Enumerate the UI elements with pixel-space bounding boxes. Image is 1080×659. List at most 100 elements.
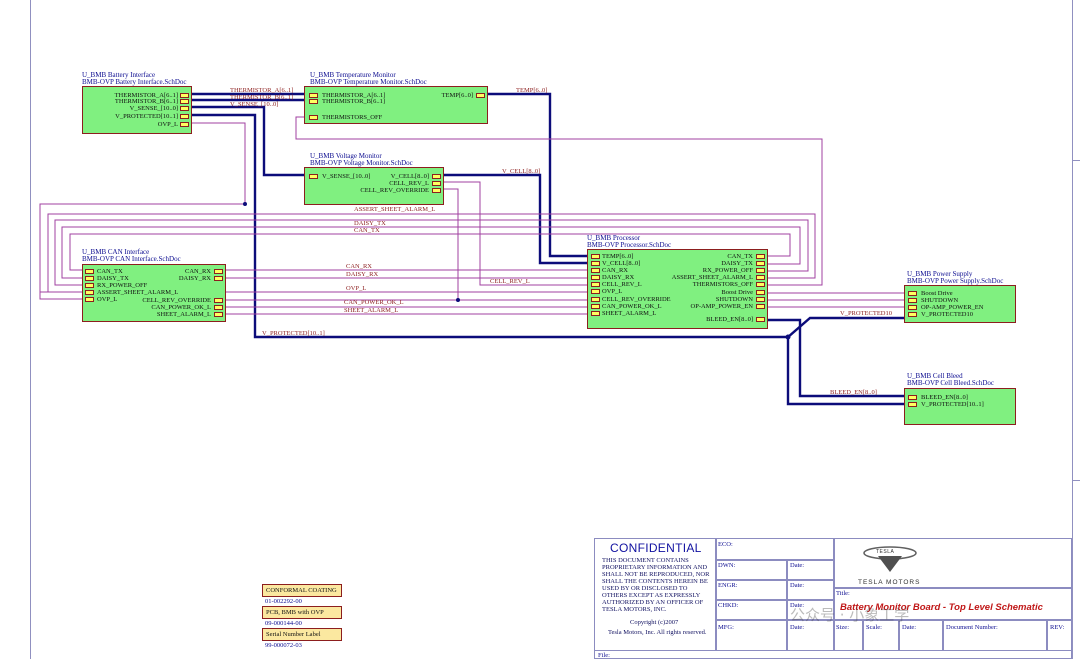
pin-label: OP-AMP_POWER_EN — [921, 304, 984, 311]
tb-title-cell — [834, 588, 1072, 620]
wire-thermistors-off — [295, 116, 823, 286]
notice-line: SHALL NOT BE REPRODUCED, NOR — [602, 571, 710, 578]
pin-label: RX_POWER_OFF — [702, 267, 753, 274]
block-power-supply[interactable]: Boost Drive SHUTDOWN OP-AMP_POWER_EN V_P… — [904, 285, 1016, 323]
company-name: TESLA MOTORS — [858, 579, 921, 586]
notice-line: AUTHORIZED BY AN OFFICER OF — [602, 599, 704, 606]
net-label: V_PROTECTED[10..1] — [262, 330, 325, 337]
bus-v-sense — [186, 105, 304, 177]
pin-label: CAN_POWER_OK_L — [602, 303, 662, 310]
size-label: Size: — [836, 624, 849, 631]
tb-divider — [786, 560, 788, 651]
pin-label: THERMISTORS_OFF — [322, 114, 383, 121]
port — [908, 312, 917, 317]
port — [908, 402, 917, 407]
pin-label: Boost Drive — [721, 289, 753, 296]
net-label: BLEED_EN[8..0] — [830, 389, 877, 396]
port — [180, 93, 189, 98]
port — [85, 283, 94, 288]
net-label: SHEET_ALARM_L — [344, 307, 399, 314]
pin-label: BLEED_EN[8..0] — [706, 316, 753, 323]
port — [756, 275, 765, 280]
pin-label: V_CELL[8..0] — [602, 260, 641, 267]
watermark-text: 公众号 · 小象工学 — [790, 606, 910, 624]
wire-daisy-tx — [61, 226, 801, 279]
pin-label: CAN_RX — [602, 267, 629, 274]
notice-line: THIS DOCUMENT CONTAINS — [602, 557, 689, 564]
wire-ovp-battery — [39, 122, 246, 300]
part-number: 09-000144-00 — [265, 620, 302, 627]
block-name: U_BMB Battery Interface — [82, 71, 156, 79]
port — [591, 275, 600, 280]
bus-temp — [488, 92, 592, 258]
pin-label: RX_POWER_OFF — [97, 282, 148, 289]
port — [432, 181, 441, 186]
block-can-interface[interactable]: CAN_TX DAISY_TX RX_POWER_OFF ASSERT_SHEE… — [82, 264, 226, 322]
pin-label: ASSERT_SHEET_ALARM_L — [671, 274, 753, 281]
port — [756, 297, 765, 302]
date-label: Date: — [790, 602, 805, 609]
port — [908, 305, 917, 310]
pin-label: CELL_REV_L — [389, 180, 429, 187]
port — [214, 298, 223, 303]
date-label: Date: — [790, 562, 805, 569]
pin-label: V_PROTECTED[10..1] — [115, 113, 178, 120]
pin-label: V_PROTECTED10 — [921, 311, 973, 318]
port — [309, 174, 318, 179]
port — [591, 289, 600, 294]
port — [85, 276, 94, 281]
tb-divider — [942, 620, 944, 651]
port — [214, 305, 223, 310]
pin-label: SHEET_ALARM_L — [156, 311, 211, 318]
port — [432, 174, 441, 179]
block-voltage-monitor[interactable]: V_SENSE_[10..0] V_CELL[8..0] CELL_REV_L … — [304, 167, 444, 205]
pin-label: THERMISTOR_A[6..1] — [322, 92, 386, 99]
pin-label: SHUTDOWN — [921, 297, 959, 304]
tesla-logo-icon — [863, 546, 917, 572]
port — [756, 254, 765, 259]
block-file: BMB-OVP Power Supply.SchDoc — [907, 277, 1004, 285]
port — [756, 268, 765, 273]
net-label: CELL_REV_L — [490, 278, 530, 285]
pin-label: V_PROTECTED[10..1] — [921, 401, 984, 408]
block-processor[interactable]: TEMP[6..0] V_CELL[8..0] CAN_RX DAISY_RX … — [587, 249, 768, 329]
tb-info-row — [834, 620, 1072, 651]
wire-rx-power-off — [54, 219, 809, 286]
pin-label: SHUTDOWN — [715, 296, 753, 303]
port — [309, 115, 318, 120]
block-name: U_BMB Voltage Monitor — [310, 152, 382, 160]
sheet-border-left — [30, 0, 31, 659]
net-label: V_PROTECTED10 — [840, 310, 892, 317]
pin-label: V_SENSE_[10..0] — [322, 173, 371, 180]
port — [180, 114, 189, 119]
net-label: DAISY_RX — [346, 271, 379, 278]
block-battery-interface[interactable]: THERMISTOR_A[6..1] THERMISTOR_B[6..1] V_… — [82, 86, 192, 134]
tick-mark — [1072, 160, 1080, 161]
scale-label: Scale: — [866, 624, 882, 631]
port — [214, 312, 223, 317]
pin-label: THERMISTOR_B[6..1] — [322, 98, 386, 105]
pin-label: OVP_L — [157, 121, 178, 128]
junction — [243, 202, 247, 206]
engr-label: ENGR: — [718, 582, 738, 589]
port — [214, 276, 223, 281]
block-temperature-monitor[interactable]: THERMISTOR_A[6..1] THERMISTOR_B[6..1] TH… — [304, 86, 488, 124]
pin-label: ASSERT_SHEET_ALARM_L — [97, 289, 179, 296]
mfg-label: MFG: — [718, 624, 734, 631]
port — [756, 290, 765, 295]
pin-label: DAISY_RX — [178, 275, 211, 282]
pin-label: OVP_L — [97, 296, 118, 303]
port — [591, 311, 600, 316]
pin-label: THERMISTOR_A[6..1] — [114, 92, 178, 99]
pin-label: CELL_REV_L — [602, 281, 642, 288]
tb-divider — [862, 620, 864, 651]
pin-label: CELL_REV_OVERRIDE — [602, 296, 671, 303]
block-cell-bleed[interactable]: BLEED_EN[8..0] V_PROTECTED[10..1] — [904, 388, 1016, 425]
junction — [785, 334, 791, 340]
tb-divider — [1046, 620, 1048, 651]
part-number: 01-002292-00 — [265, 598, 302, 605]
block-name: U_BMB CAN Interface — [82, 248, 150, 256]
block-name: U_BMB Cell Bleed — [907, 372, 963, 380]
